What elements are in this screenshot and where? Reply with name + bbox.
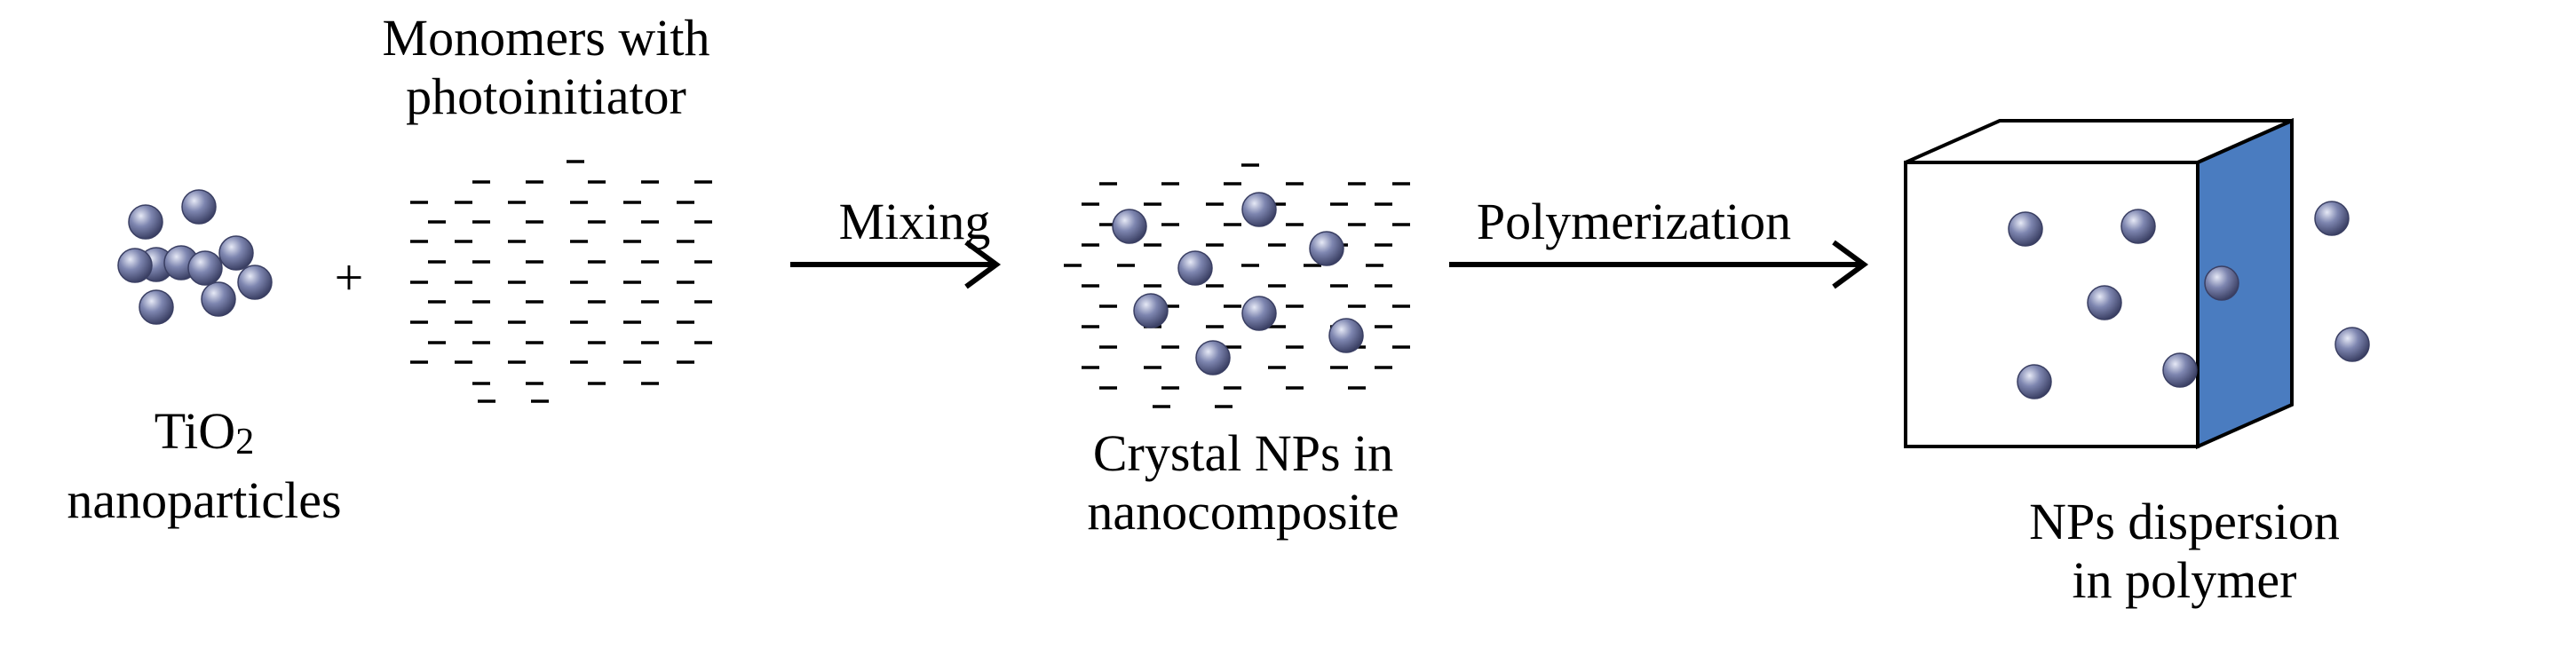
nanoparticle-icon	[139, 289, 174, 325]
nanoparticle-icon	[2314, 201, 2350, 236]
monomers-label-line2: photoinitiator	[406, 67, 686, 125]
nanoparticle-icon	[237, 265, 273, 300]
nanoparticle-icon	[218, 235, 254, 271]
nanoparticle-icon	[2087, 285, 2122, 320]
nanoparticle-icon	[1241, 296, 1277, 331]
tio2-label: TiO2 nanoparticles	[36, 402, 373, 530]
nanoparticle-icon	[2162, 352, 2198, 388]
nanoparticle-icon	[187, 250, 223, 286]
dispersion-label-line1: NPs dispersion	[2029, 493, 2340, 550]
crystal-nps-label: Crystal NPs in nanocomposite	[1021, 424, 1465, 541]
nanoparticle-icon	[2008, 211, 2043, 247]
nanoparticle-icon	[181, 189, 217, 225]
monomers-label: Monomers with photoinitiator	[266, 9, 826, 126]
nanoparticle-icon	[201, 281, 236, 317]
mixing-arrow	[790, 240, 1002, 289]
crystal-label-line2: nanocomposite	[1087, 483, 1399, 541]
nanoparticle-icon	[1241, 192, 1277, 227]
nanoparticle-icon	[117, 248, 153, 283]
polymer-box	[1904, 117, 2294, 450]
nanoparticle-icon	[1133, 293, 1169, 328]
nanoparticle-icon	[1177, 250, 1213, 286]
box-front-face	[1904, 161, 2200, 448]
plus-sign: +	[334, 249, 364, 306]
nanoparticle-icon	[1309, 231, 1344, 266]
nanoparticles-layer	[117, 189, 2370, 399]
tio2-label-line1: TiO2	[154, 402, 255, 462]
dispersion-label-line2: in polymer	[2072, 551, 2297, 609]
nanoparticle-icon	[128, 204, 163, 240]
nanoparticle-icon	[2017, 364, 2052, 399]
mixing-label: Mixing	[838, 193, 991, 250]
nanoparticle-icon	[1112, 209, 1147, 244]
polymerization-arrow	[1449, 240, 1869, 289]
nanoparticle-icon	[2334, 327, 2370, 362]
monomers-label-line1: Monomers with	[382, 9, 710, 67]
tio2-label-line2: nanoparticles	[67, 471, 342, 529]
crystal-label-line1: Crystal NPs in	[1092, 424, 1394, 482]
nanoparticle-icon	[1328, 318, 1364, 353]
dispersion-label: NPs dispersion in polymer	[1945, 493, 2424, 610]
nanoparticle-icon	[2204, 265, 2239, 301]
nanoparticle-icon	[1195, 340, 1231, 375]
nanoparticle-icon	[2120, 209, 2156, 244]
polymerization-label: Polymerization	[1476, 193, 1792, 250]
monomer-dashes-group	[410, 160, 712, 403]
monomer-dashes-matrix	[1064, 163, 1410, 408]
